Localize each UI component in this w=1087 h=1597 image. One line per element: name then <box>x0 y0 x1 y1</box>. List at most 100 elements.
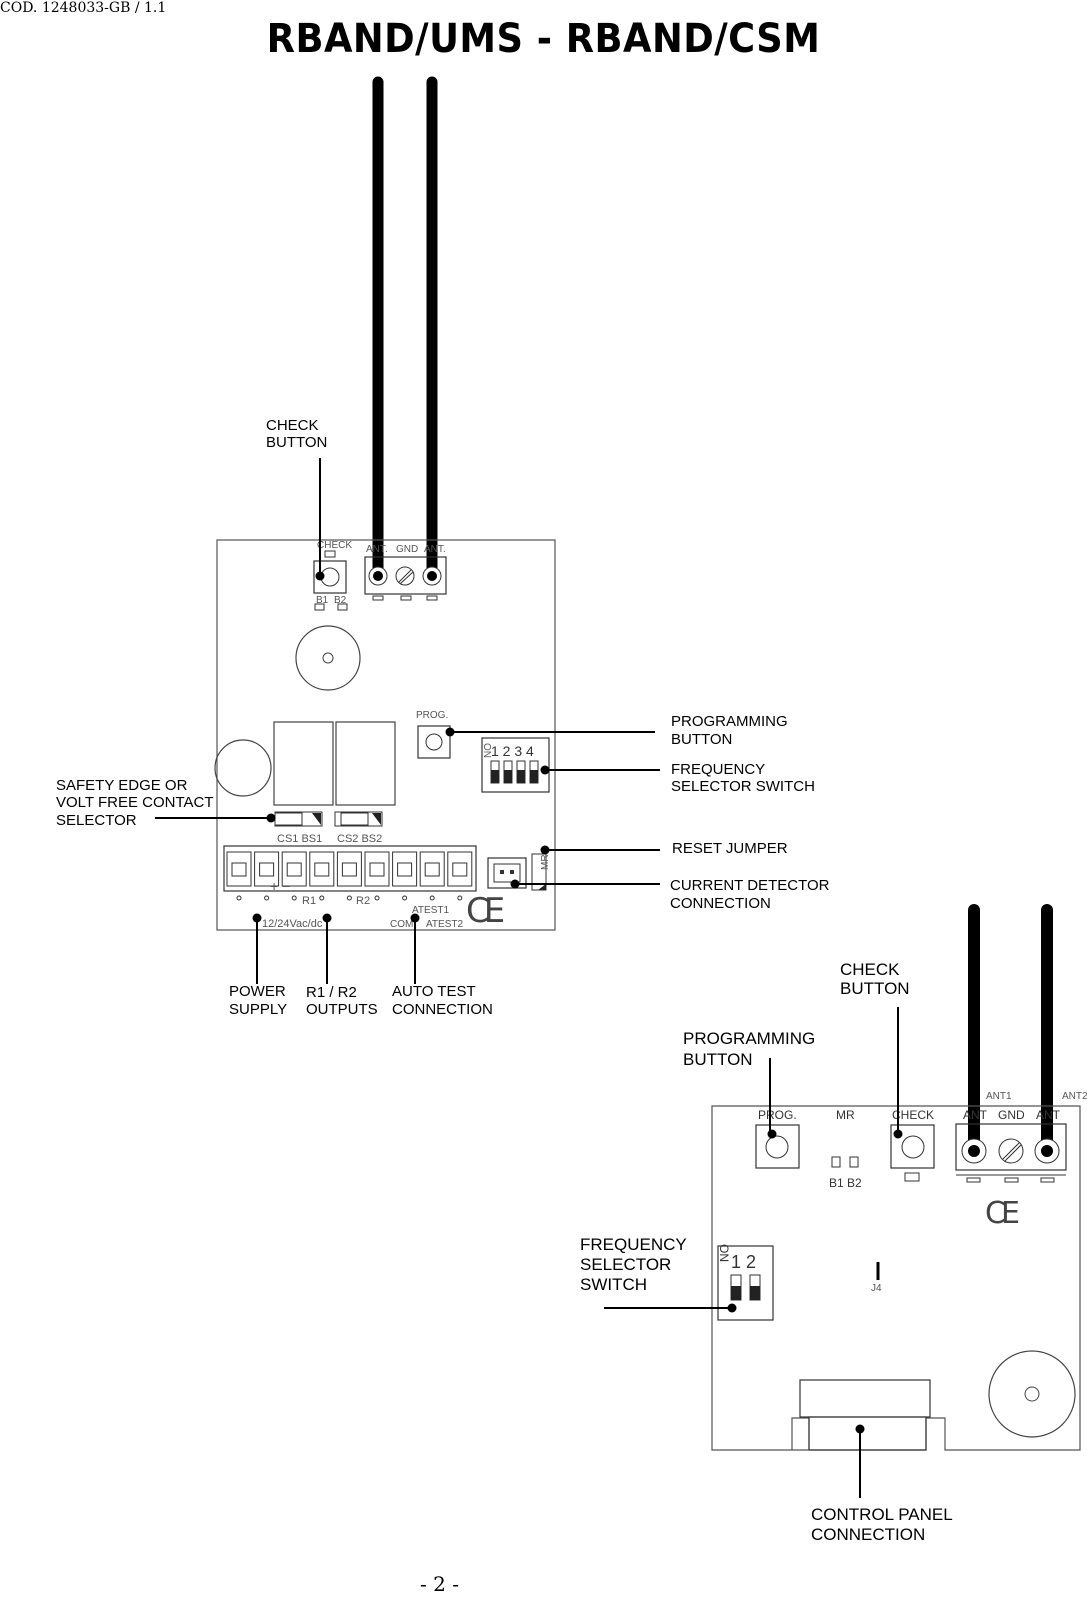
terminal-contact <box>457 895 463 901</box>
terminal-cell <box>364 851 390 887</box>
terminal-contact <box>374 895 380 901</box>
dip-switch-2[interactable] <box>717 1245 774 1321</box>
terminal-cell <box>254 851 280 887</box>
buzzer-2-hole <box>1024 1386 1040 1402</box>
terminal-contact <box>346 895 352 901</box>
terminal-pin <box>1040 1177 1055 1183</box>
pcb2-mr-text: MR <box>836 1108 855 1122</box>
pcb2-ant2-top: ANT2 <box>1062 1091 1087 1102</box>
pcb-ant1-text: ANT. <box>366 544 388 555</box>
pcb-gnd-text: GND <box>396 544 418 555</box>
terminal-screw-square <box>452 862 468 877</box>
prog-button-cap <box>425 733 443 751</box>
b1-jumper <box>314 603 325 611</box>
terminal-screw-square <box>314 862 330 877</box>
terminal-screw-square <box>369 862 385 877</box>
antenna-connection-point <box>968 1145 980 1157</box>
pcb-cs1bs1-text: CS1 BS1 <box>277 833 322 845</box>
ce-mark: CE <box>466 891 504 931</box>
label-freq-b2-1: FREQUENCY <box>580 1235 687 1254</box>
pcb-plusminus-text: + − <box>270 878 290 894</box>
check-button[interactable] <box>313 560 347 594</box>
label-prog-button-b2-1: PROGRAMMING <box>683 1029 815 1048</box>
leader-dot-freq-2 <box>727 1303 737 1313</box>
label-freq-b2-2: SELECTOR <box>580 1255 671 1274</box>
leader-dot-check-2 <box>893 1129 903 1139</box>
label-freq-b2-3: SWITCH <box>580 1275 647 1294</box>
connector-pin <box>500 870 504 874</box>
pcb2-j4-text: J4 <box>871 1283 882 1294</box>
label-prog-button-2: BUTTON <box>671 731 732 748</box>
current-detector-connector <box>487 857 527 889</box>
terminal-contact <box>264 895 270 901</box>
leader-dot-safety <box>266 813 276 823</box>
capacitor <box>214 739 272 797</box>
relay-1 <box>273 721 334 806</box>
leader-dot-panel <box>855 1424 865 1434</box>
control-panel-connector <box>799 1379 931 1418</box>
pcb2-prog-text: PROG. <box>758 1108 797 1122</box>
terminal-strip-cells <box>226 851 473 901</box>
terminal-screw-square <box>259 862 275 877</box>
pcb-on-text: ON <box>481 743 492 758</box>
leader-dot-outputs <box>322 913 332 923</box>
terminal-screw-square <box>397 862 413 877</box>
ce-mark-2: CE <box>985 1196 1019 1231</box>
pcb-prog-text: PROG. <box>416 710 448 721</box>
terminal-contact <box>402 895 408 901</box>
prog-button-2[interactable] <box>755 1124 800 1169</box>
terminal-cell <box>226 851 252 887</box>
terminal-screw-square <box>231 862 247 877</box>
dip-lever-1-knob <box>491 770 499 783</box>
leader-dot-freq <box>540 765 550 775</box>
dip2-lever-2-knob <box>750 1286 760 1300</box>
pcb-b1-text: B1 <box>316 595 329 606</box>
terminal-screw-square <box>424 862 440 877</box>
pcb2-ant-left: ANT <box>963 1108 988 1122</box>
label-outputs-1: R1 / R2 <box>306 984 357 1001</box>
dip-lever-2-knob <box>504 770 512 783</box>
terminal-pin <box>426 595 438 601</box>
terminal-screw-square <box>286 862 302 877</box>
terminal-cell <box>447 851 473 887</box>
terminal-pin <box>372 595 384 601</box>
b2-jumper-2 <box>849 1156 859 1168</box>
terminal-cell <box>309 851 335 887</box>
screw-slot <box>1004 1144 1022 1162</box>
leader-dot-check <box>315 571 325 581</box>
antenna-terminal-block-2 <box>955 1123 1067 1171</box>
leader-dot-prog <box>445 727 455 737</box>
label-power-2: SUPPLY <box>229 1001 287 1018</box>
pcb-atest2-text: ATEST2 <box>426 919 463 930</box>
check-button-2[interactable] <box>890 1124 935 1169</box>
cs1-bs1-cap <box>274 812 303 826</box>
dip-switch-4[interactable] <box>481 737 550 793</box>
terminal-pin <box>1004 1177 1019 1183</box>
pcb-mr-text: MR <box>540 854 551 870</box>
leader-dot-reset <box>540 845 550 855</box>
buzzer-2 <box>988 1350 1076 1438</box>
terminal-screw-square <box>341 862 357 877</box>
relay-2 <box>335 721 396 806</box>
pcb2-dip-numbers: 1 2 <box>731 1252 756 1272</box>
page-title: RBAND/UMS - RBAND/CSM <box>266 16 821 62</box>
antenna-connection-point <box>1041 1145 1053 1157</box>
prog-button[interactable] <box>417 725 451 759</box>
terminal-cell <box>281 851 307 887</box>
pcb-r1-text: R1 <box>302 895 316 907</box>
terminal-pin <box>400 595 412 601</box>
cs2-bs2-jumper[interactable] <box>334 811 383 827</box>
terminal-contact <box>429 895 435 901</box>
pcb-outline-2 <box>711 1105 1081 1451</box>
control-panel-socket <box>808 1416 927 1451</box>
cs2-bs2-marker <box>372 813 381 825</box>
pcb-ant2-text: ANT. <box>424 544 446 555</box>
mr-marker <box>538 884 546 890</box>
buzzer-hole <box>322 652 334 664</box>
label-current-2: CONNECTION <box>670 895 771 912</box>
leader-dot-current <box>510 879 520 889</box>
terminal-contact <box>319 895 325 901</box>
terminal-pin <box>966 1177 981 1183</box>
leader-dot-autotest <box>410 913 420 923</box>
pcb2-check-text: CHECK <box>892 1108 934 1122</box>
